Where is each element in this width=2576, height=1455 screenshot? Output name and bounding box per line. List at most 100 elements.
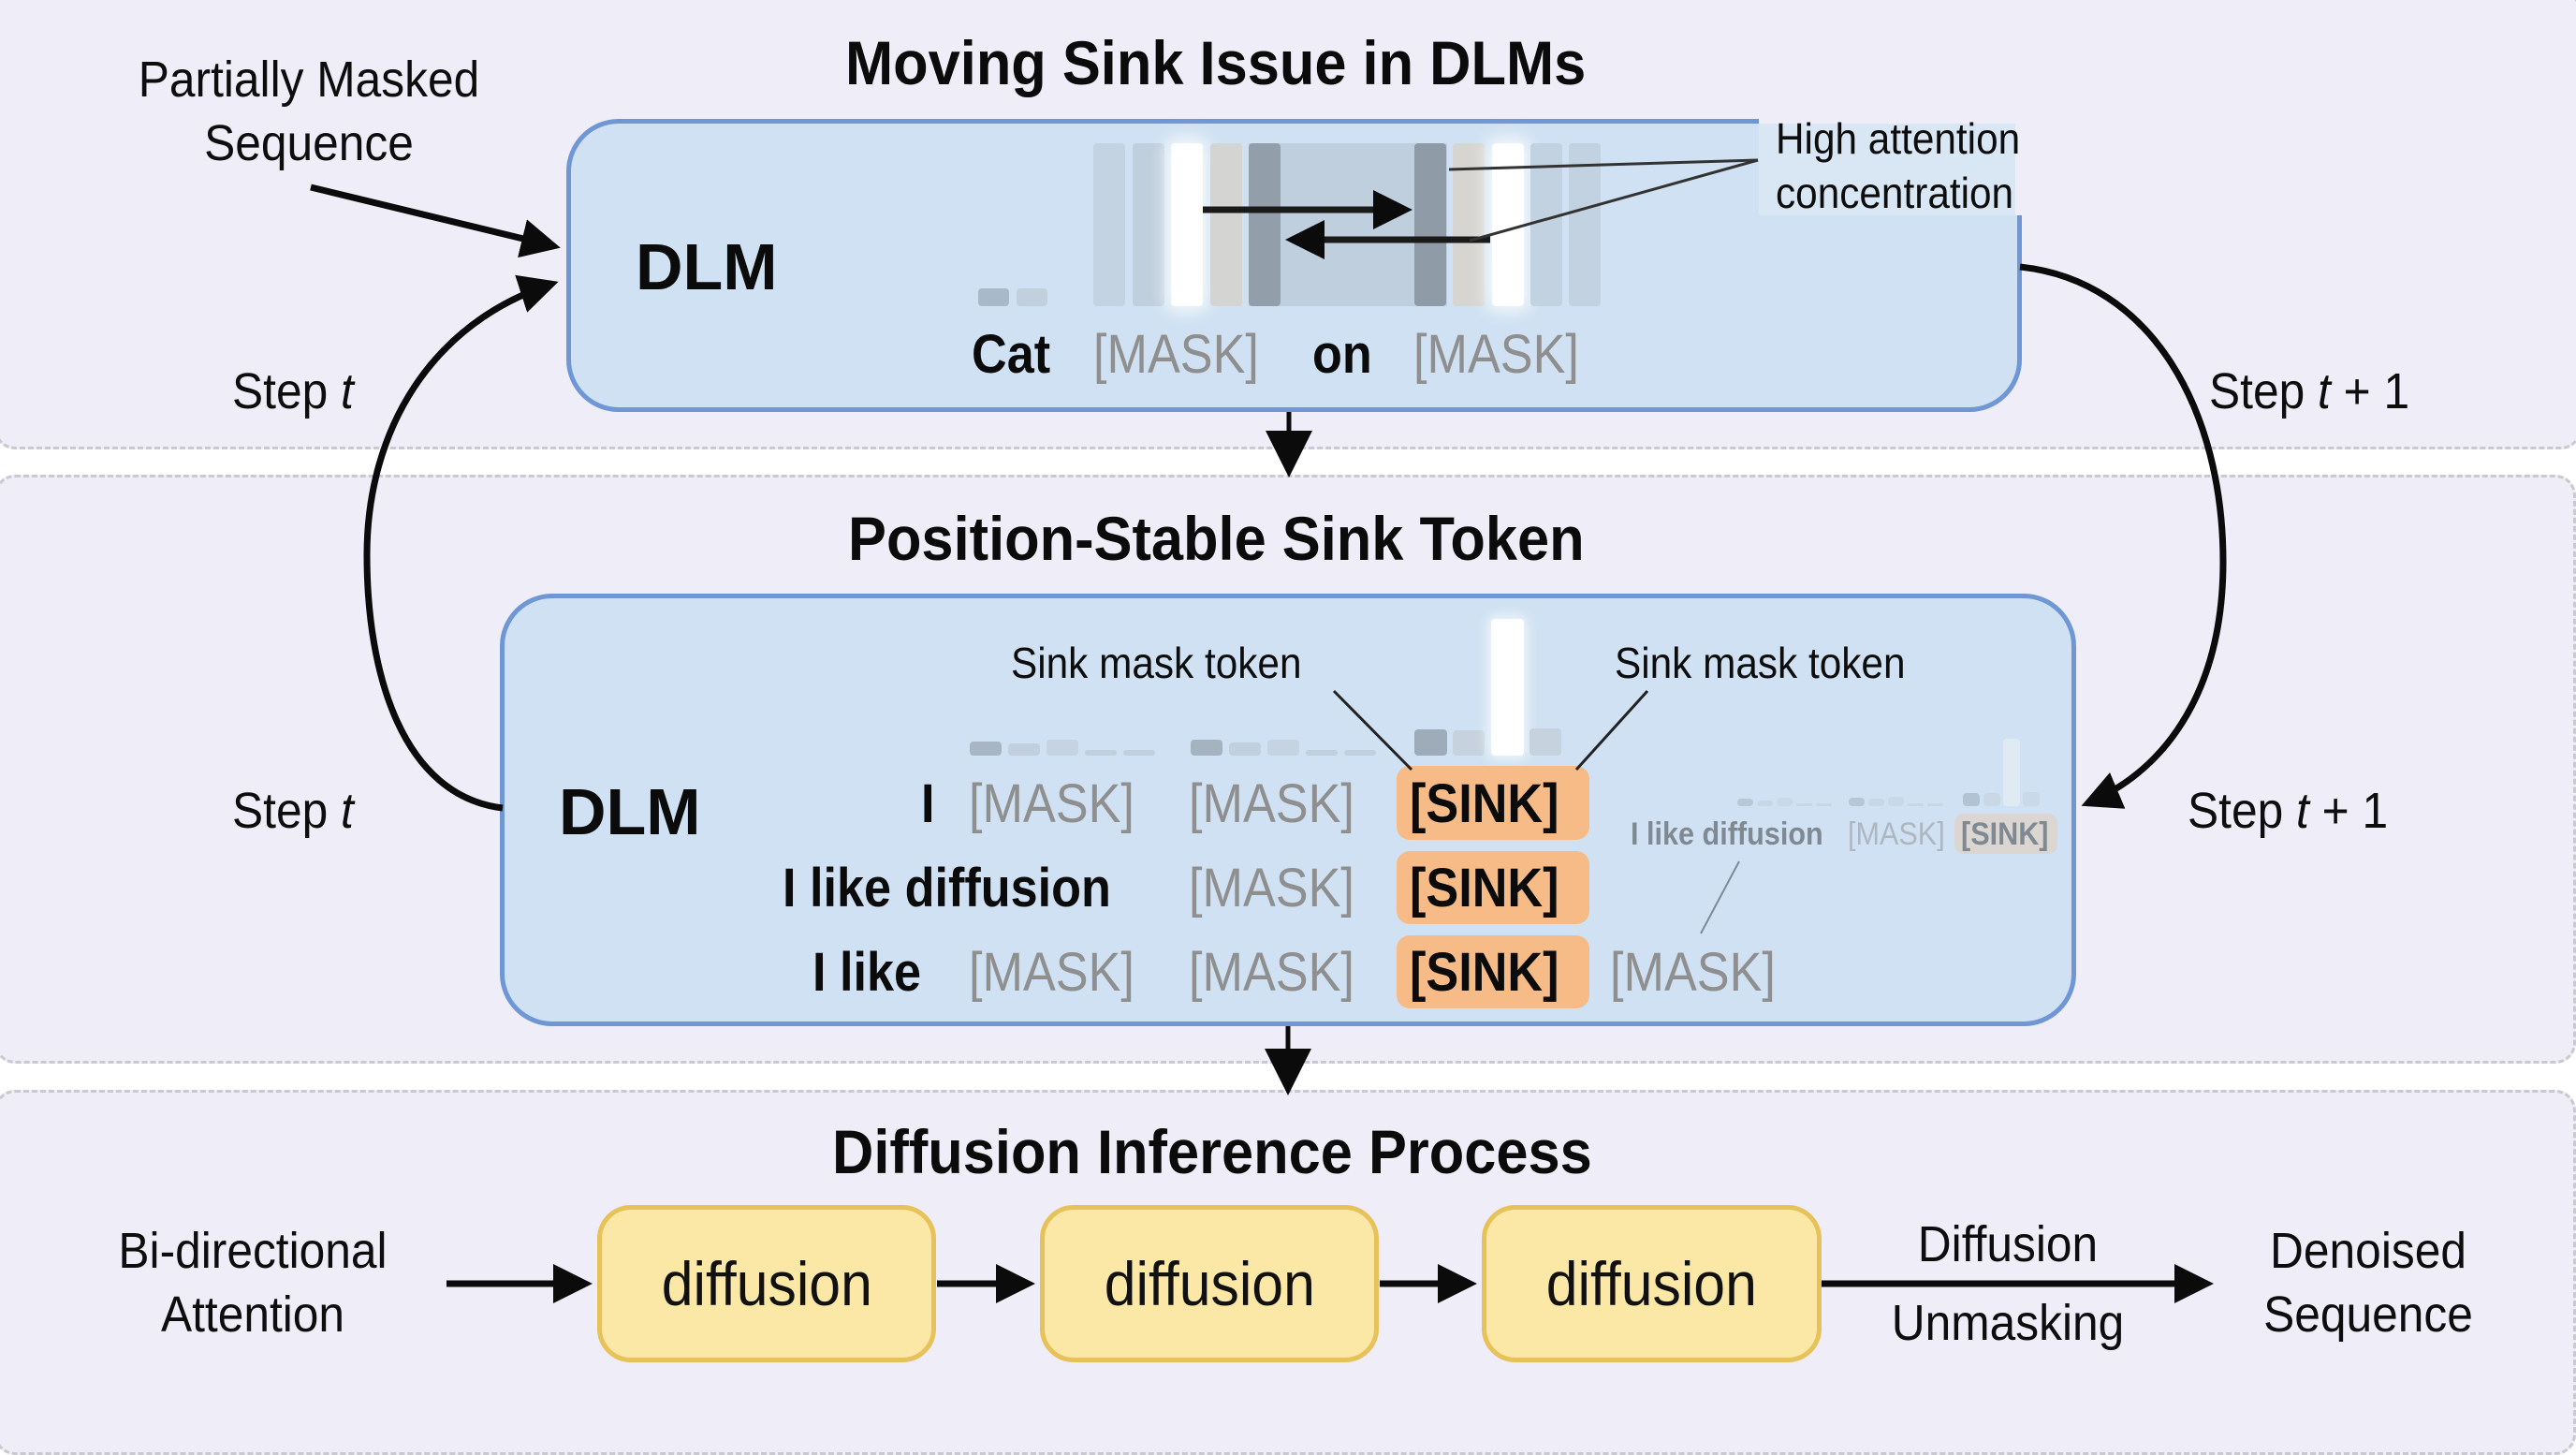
step-prefix: Step [232, 783, 342, 839]
input-label: Partially Masked Sequence [102, 49, 516, 175]
row1-prefix: I [921, 773, 935, 834]
attention-column [1453, 143, 1485, 306]
attention-column [1569, 143, 1601, 306]
step-suffix: + 1 [2330, 363, 2410, 419]
input-label-line2: Sequence [204, 114, 414, 171]
attention-column [1249, 143, 1281, 306]
attention-bar [1491, 619, 1524, 756]
ghost-prefix: I like diffusion [1631, 816, 1823, 852]
annotation-text: High attention concentration [1776, 112, 2020, 220]
diffusion-step-label: diffusion [1104, 1249, 1315, 1318]
attention-bar [1191, 740, 1222, 756]
attention-bar [1008, 743, 1040, 756]
step-var: t [2296, 783, 2309, 839]
attention-bar [970, 742, 1002, 756]
attention-column [1093, 143, 1125, 306]
denoised-line2: Sequence [2263, 1286, 2473, 1343]
step-var: t [341, 363, 354, 419]
attention-bar-ghost [1737, 799, 1753, 806]
callout-sink-right: Sink mask token [1615, 639, 1906, 687]
attention-column [1210, 143, 1242, 306]
attention-column [1414, 143, 1446, 306]
attention-bar-ghost [1888, 797, 1904, 806]
diffusion-step-label: diffusion [1545, 1249, 1758, 1318]
row1-mask-1: [MASK] [969, 773, 1134, 834]
step-label-top-right: Step t + 1 [2209, 360, 2409, 424]
diffusion-step-2: diffusion [1040, 1205, 1379, 1362]
row2-sink: [SINK] [1410, 858, 1559, 919]
heatmap-band [1249, 143, 1447, 306]
ghost-sink: [SINK] [1961, 816, 2049, 852]
attention-bar-ghost [1849, 798, 1865, 806]
attention-bar-ghost [1868, 799, 1884, 806]
step-prefix: Step [2209, 363, 2319, 419]
attention-column [1133, 143, 1164, 306]
section-title-diffusion-inference: Diffusion Inference Process [832, 1117, 1592, 1186]
step-prefix: Step [232, 363, 342, 419]
row3-mask-2: [MASK] [1189, 942, 1354, 1003]
attention-bar-ghost [1983, 793, 2000, 806]
dlm-label-top: DLM [636, 230, 778, 303]
attention-bar-ghost [2023, 792, 2040, 806]
attention-bar-ghost [1963, 793, 1980, 806]
attention-bar-ghost [1816, 803, 1832, 806]
step-var: t [2318, 363, 2331, 419]
attention-bar [1267, 740, 1299, 756]
step-label-mid-right: Step t + 1 [2188, 780, 2388, 844]
attention-bar-ghost [1757, 801, 1773, 806]
section-title-moving-sink: Moving Sink Issue in DLMs [845, 28, 1587, 97]
ghost-mask: [MASK] [1848, 816, 1945, 852]
row2-prefix: I like diffusion [783, 858, 1111, 919]
row3-prefix: I like [812, 942, 922, 1003]
diffusion-step-1: diffusion [597, 1205, 936, 1362]
attention-column [1492, 143, 1524, 306]
step-prefix: Step [2188, 783, 2297, 839]
callout-sink-left: Sink mask token [1011, 639, 1302, 687]
row1-mask-2: [MASK] [1189, 773, 1354, 834]
row3-mask-1: [MASK] [969, 942, 1134, 1003]
sink-box-row3 [1397, 935, 1589, 1008]
dlm-label-middle: DLM [559, 775, 701, 848]
annotation-line2: concentration [1776, 168, 2014, 217]
attention-bar [1229, 742, 1261, 756]
attention-bar [1046, 740, 1078, 756]
attention-bar [1414, 729, 1447, 756]
attention-bar-ghost [1796, 803, 1812, 806]
attention-column [1017, 288, 1047, 306]
attention-column [978, 288, 1009, 306]
step-suffix: + 1 [2308, 783, 2389, 839]
bidirectional-line1: Bi-directional [118, 1223, 388, 1279]
bidirectional-line2: Attention [160, 1286, 345, 1343]
attention-column [1530, 143, 1562, 306]
attention-bar-ghost [1908, 803, 1924, 806]
row3-sink: [SINK] [1410, 942, 1559, 1003]
denoised-line1: Denoised [2270, 1223, 2466, 1279]
row3-suffix-mask: [MASK] [1610, 942, 1776, 1003]
attention-bar [1085, 750, 1117, 756]
ghost-sink-box [1954, 814, 2057, 854]
attention-bar-ghost [2003, 739, 2020, 806]
step-label-top-left: Step t [232, 360, 354, 424]
bidirectional-label: Bi-directional Attention [80, 1220, 425, 1346]
token-mask-2: [MASK] [1413, 324, 1579, 385]
denoised-label: Denoised Sequence [2196, 1220, 2540, 1346]
row1-sink: [SINK] [1410, 773, 1559, 834]
annotation-notch-fill [1759, 124, 2015, 215]
attention-column [1171, 143, 1203, 306]
dlm-box-middle [500, 594, 2076, 1026]
diffusion-step-label: diffusion [661, 1249, 872, 1318]
token-on: on [1312, 324, 1372, 385]
diffusion-step-3: diffusion [1482, 1205, 1822, 1362]
step-label-mid-left: Step t [232, 780, 354, 844]
attention-bar [1344, 750, 1376, 756]
sink-box-row1 [1397, 766, 1589, 840]
attention-bar-ghost [1927, 803, 1943, 806]
token-mask-1: [MASK] [1093, 324, 1259, 385]
row2-mask-1: [MASK] [1189, 858, 1354, 919]
attention-bar-ghost [1777, 798, 1793, 806]
attention-bar [1306, 750, 1338, 756]
token-cat: Cat [972, 324, 1051, 385]
input-label-line1: Partially Masked [138, 51, 480, 108]
edge-label-bottom: Unmasking [1891, 1295, 2125, 1351]
attention-bar [1530, 728, 1561, 756]
